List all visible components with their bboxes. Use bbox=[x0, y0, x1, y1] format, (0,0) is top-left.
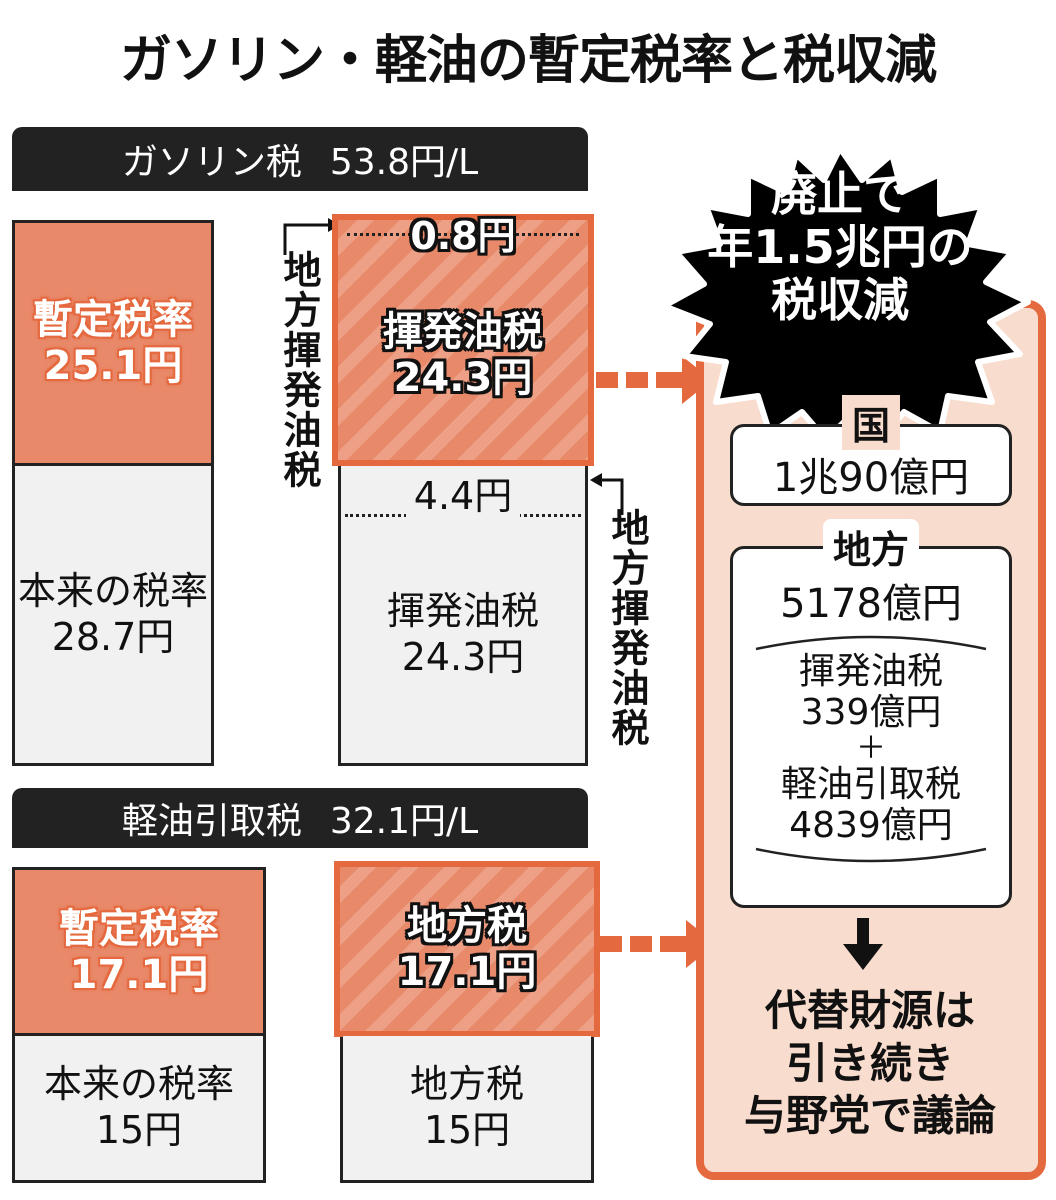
down-arrow-icon bbox=[843, 918, 883, 970]
burst-line-1: 廃止で bbox=[771, 167, 909, 221]
gasoline-breakdown-provisional: 0.8円 揮発油税 24.3円 bbox=[332, 214, 594, 466]
gasoline-provisional-value: 24.3円 bbox=[393, 355, 533, 401]
national-tag: 国 bbox=[841, 395, 901, 450]
gasoline-original-label: 揮発油税 bbox=[386, 588, 539, 633]
diesel-tax-header: 軽油引取税 32.1円/L bbox=[12, 788, 588, 848]
diesel-local-provisional-value: 17.1円 bbox=[397, 949, 537, 995]
diesel-local-provisional-label: 地方税 bbox=[407, 903, 527, 949]
local-loss-value: 5178億円 bbox=[780, 581, 962, 627]
gasoline-breakdown-bar: 0.8円 揮発油税 24.3円 4.4円 揮発油税 24.3円 bbox=[332, 214, 594, 766]
gasoline-provisional-label: 揮発油税 bbox=[383, 309, 543, 355]
gasoline-tax-header: ガソリン税 53.8円/L bbox=[12, 127, 588, 191]
pointer-arrow-icon bbox=[590, 473, 624, 515]
gasoline-provisional-segment: 暫定税率 25.1円 bbox=[15, 223, 211, 466]
local-bottom-value: 4.4円 bbox=[405, 474, 521, 518]
pointer-arrow-icon bbox=[283, 218, 340, 255]
local-gasoline-tax-label-right: 地方揮発油税 bbox=[605, 508, 649, 748]
diesel-original-segment: 本来の税率 15円 bbox=[15, 1036, 263, 1180]
gasoline-tax-name: ガソリン税 bbox=[121, 142, 302, 183]
brace-top-icon bbox=[755, 635, 987, 651]
diesel-breakdown-original: 地方税 15円 bbox=[343, 1036, 591, 1180]
local-top-value: 0.8円 bbox=[410, 214, 516, 258]
diesel-breakdown-bar: 地方税 17.1円 地方税 15円 bbox=[334, 861, 600, 1183]
diesel-original-value: 15円 bbox=[95, 1108, 183, 1152]
conclusion-line-3: 与野党で議論 bbox=[743, 1091, 996, 1140]
gasoline-original-value: 24.3円 bbox=[401, 634, 525, 679]
burst-callout-text: 廃止で 年1.5兆円の 税収減 bbox=[640, 168, 1040, 327]
conclusion-text: 代替財源は 引き続き 与野党で議論 bbox=[700, 985, 1040, 1143]
diesel-tax-total: 32.1円/L bbox=[329, 801, 479, 842]
gasoline-rate-bar: 暫定税率 25.1円 本来の税率 28.7円 bbox=[12, 220, 214, 766]
diesel-local-original-value: 15円 bbox=[423, 1108, 511, 1152]
original-label: 本来の税率 bbox=[17, 568, 208, 613]
national-loss-value: 1兆90億円 bbox=[772, 455, 970, 501]
provisional-label: 暫定税率 bbox=[33, 297, 193, 343]
local-item2-label: 軽油引取税 bbox=[780, 763, 961, 805]
provisional-value: 25.1円 bbox=[43, 343, 183, 389]
diesel-provisional-segment: 暫定税率 17.1円 bbox=[15, 870, 263, 1036]
diesel-provisional-value: 17.1円 bbox=[69, 951, 209, 998]
gasoline-original-segment: 本来の税率 28.7円 bbox=[15, 466, 211, 763]
diesel-rate-bar: 暫定税率 17.1円 本来の税率 15円 bbox=[12, 867, 266, 1183]
gasoline-tax-total: 53.8円/L bbox=[329, 142, 479, 183]
conclusion-line-2: 引き続き bbox=[785, 1038, 954, 1088]
conclusion-line-1: 代替財源は bbox=[764, 986, 975, 1035]
diesel-original-label: 本来の税率 bbox=[43, 1062, 234, 1107]
gasoline-breakdown-original: 4.4円 揮発油税 24.3円 bbox=[341, 466, 585, 763]
local-tag: 地方 bbox=[822, 519, 920, 574]
brace-bottom-icon bbox=[755, 847, 987, 862]
local-loss-card: 地方 5178億円 揮発油税 339億円 ＋ 軽油引取税 4839億円 bbox=[730, 519, 1012, 908]
local-item2-value: 4839億円 bbox=[789, 805, 953, 847]
local-item1-label: 揮発油税 bbox=[798, 651, 943, 692]
local-gasoline-tax-label-left: 地方揮発油税 bbox=[277, 250, 321, 490]
plus-sign: ＋ bbox=[856, 730, 886, 766]
diesel-breakdown-provisional: 地方税 17.1円 bbox=[334, 861, 600, 1037]
diesel-provisional-label: 暫定税率 bbox=[59, 905, 219, 952]
page-title: ガソリン・軽油の暫定税率と税収減 bbox=[119, 31, 937, 91]
burst-line-2: 年1.5兆円の bbox=[707, 219, 973, 274]
original-value: 28.7円 bbox=[51, 614, 175, 659]
diesel-local-original-label: 地方税 bbox=[409, 1062, 524, 1107]
local-item1-value: 339億円 bbox=[800, 692, 942, 734]
national-loss-card: 国 1兆90億円 bbox=[730, 395, 1012, 506]
burst-line-3: 税収減 bbox=[771, 272, 909, 327]
diesel-tax-name: 軽油引取税 bbox=[121, 801, 302, 842]
